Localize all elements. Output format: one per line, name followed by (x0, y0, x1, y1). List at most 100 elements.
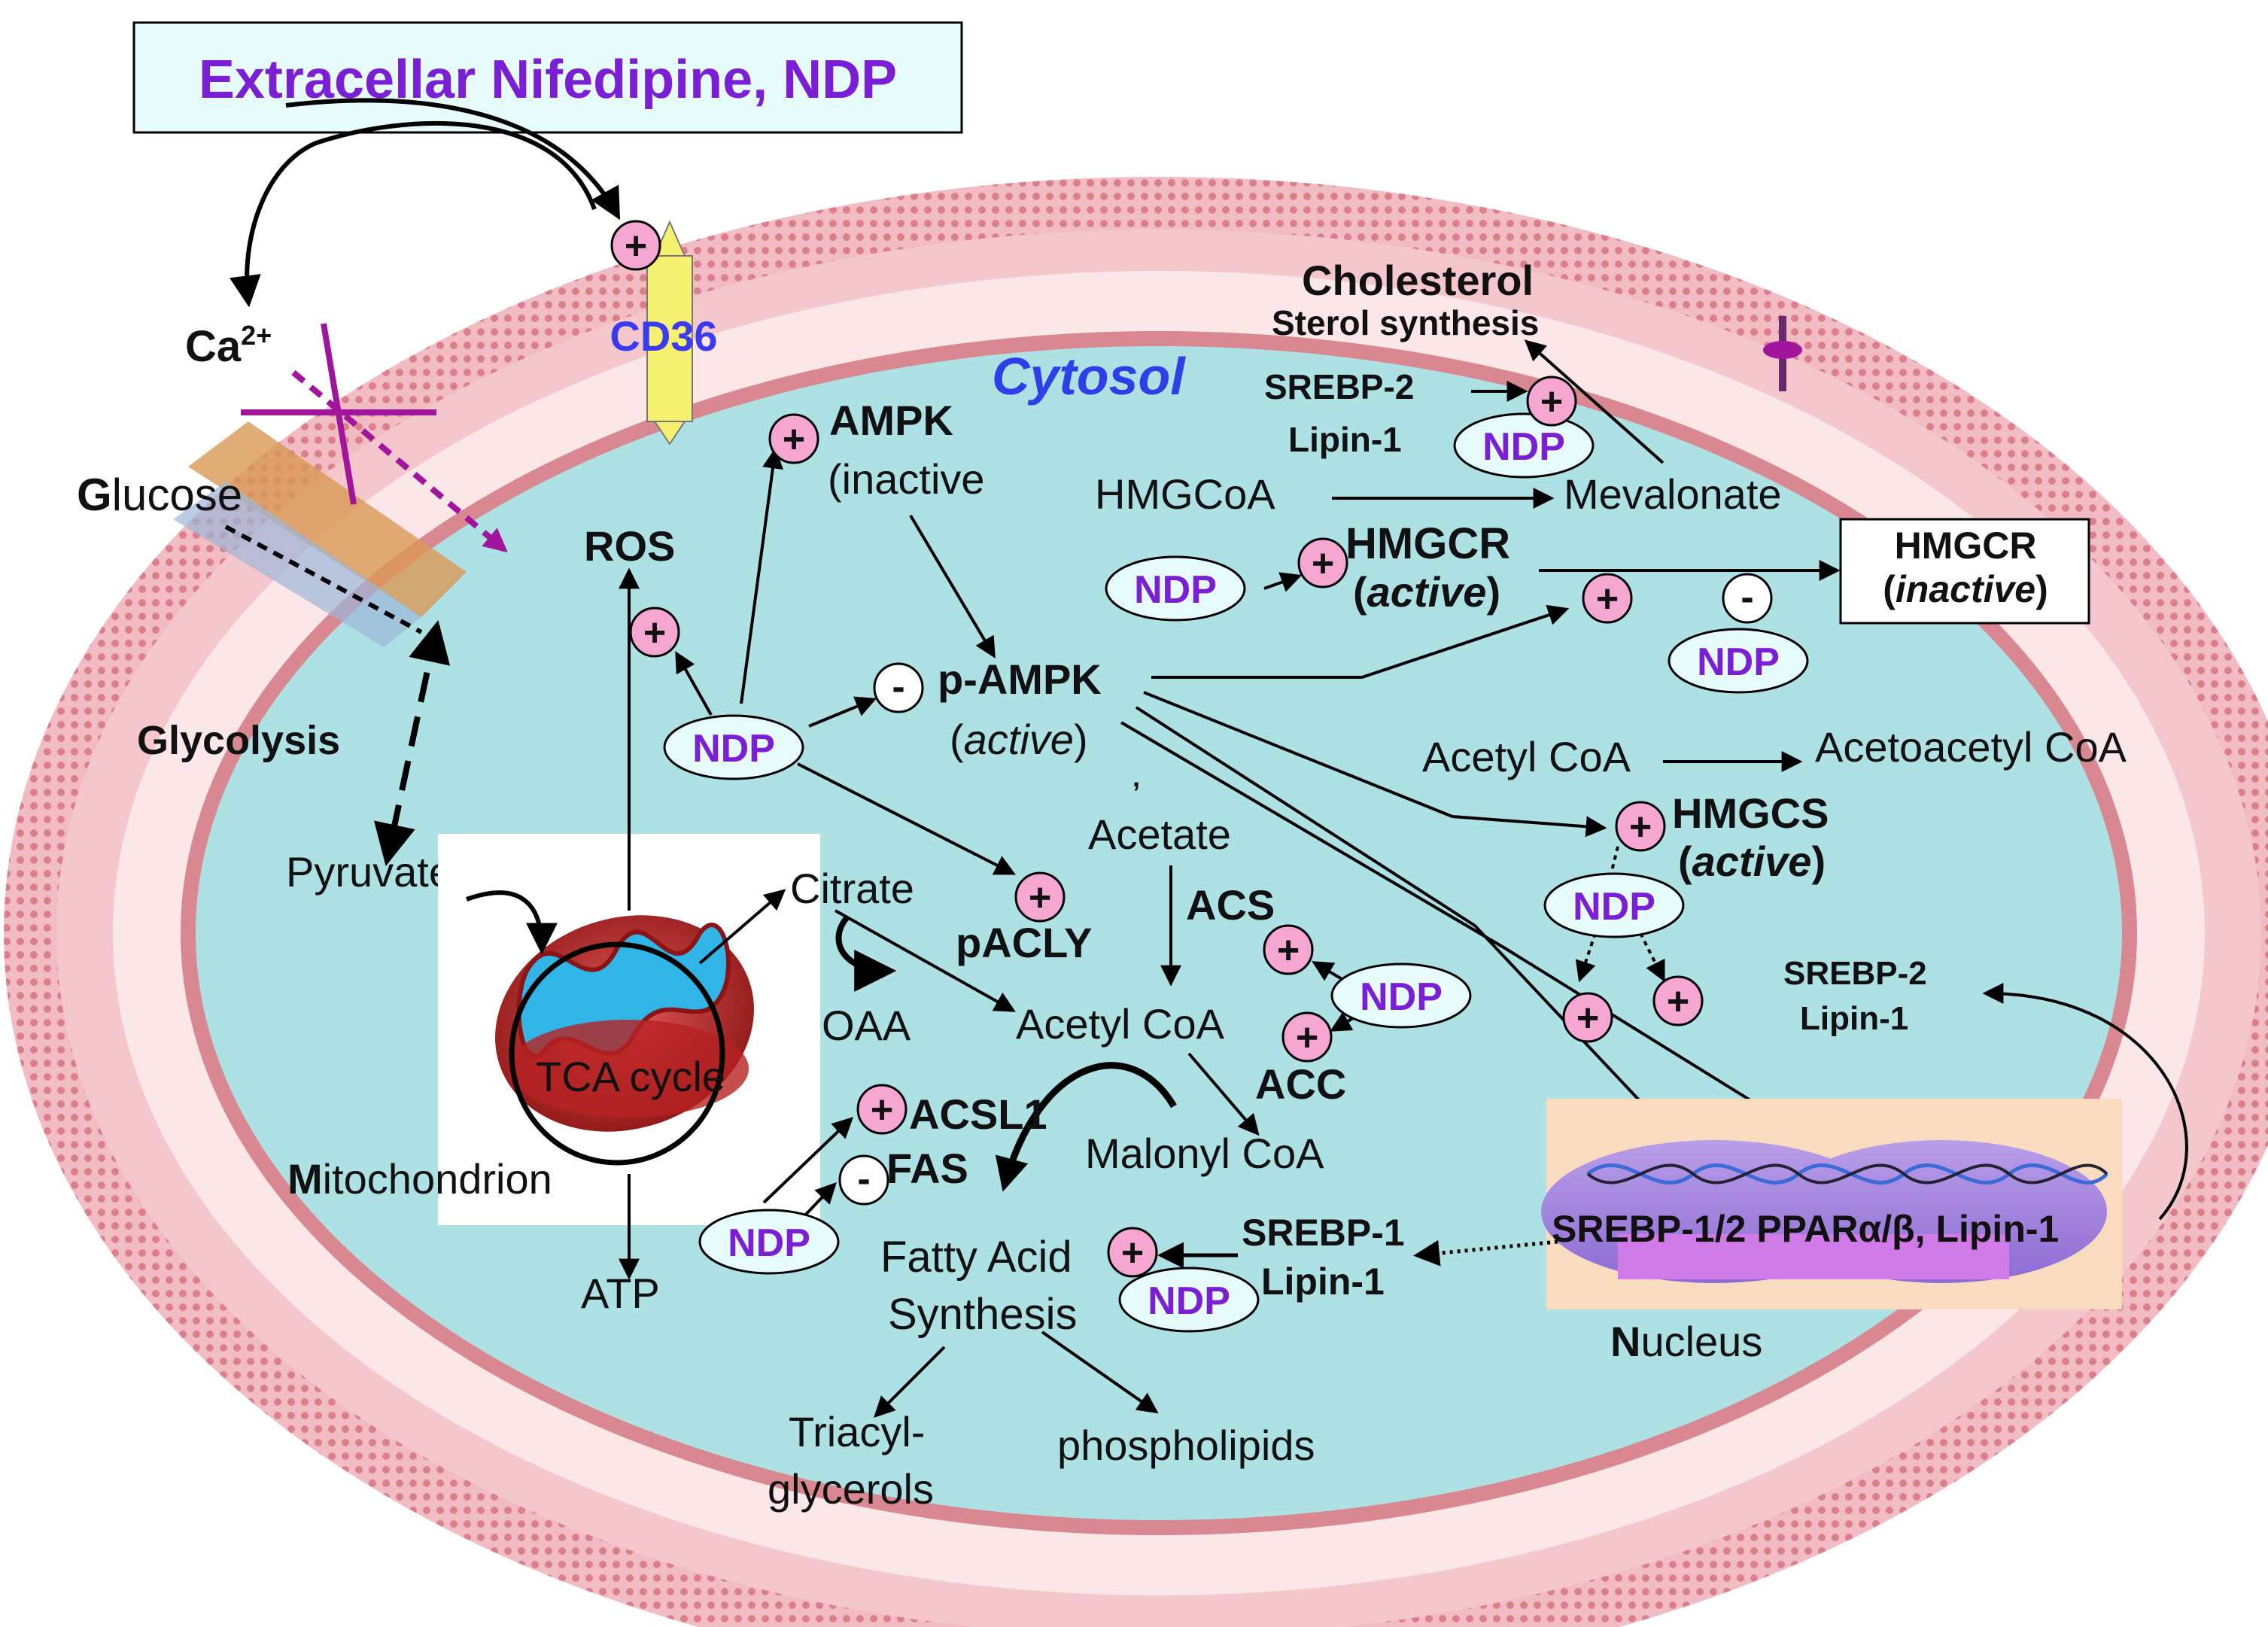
svg-text:+: + (625, 224, 647, 268)
triacylglycerols-line1: Triacyl- (789, 1408, 925, 1455)
glucose-transporter (188, 421, 467, 617)
hmgcr-inactive-label: HMGCR (1895, 525, 2037, 567)
svg-text:+: + (1312, 542, 1334, 585)
ros-label: ROS (584, 522, 675, 570)
acs-label: ACS (1186, 881, 1275, 929)
lipin1-right-label: Lipin-1 (1800, 1000, 1908, 1037)
hmgcs-state: (active) (1678, 838, 1826, 885)
fas-label: FAS (886, 1145, 968, 1192)
ndp-to-cd36-arrow (285, 98, 621, 220)
regulation-badges: + + + - + + + + - + + + + + + - + (610, 220, 1773, 1278)
hmgcr-inactive-box (1839, 518, 2090, 625)
svg-text:+: + (1121, 1231, 1144, 1275)
acetyl-coa-top-label: Acetyl CoA (1422, 733, 1631, 780)
pyruvate-label: Pyruvate (286, 848, 452, 896)
ndp-oval-center: NDP (663, 714, 804, 780)
acc-label: ACC (1255, 1060, 1346, 1108)
acetoacetyl-coa-label: Acetoacetyl CoA (1815, 723, 2127, 771)
hmgcs-label: HMGCS (1672, 789, 1829, 837)
svg-text:+: + (1576, 996, 1599, 1040)
minus-badge-pampk: - (873, 662, 924, 713)
oaa-label: OAA (822, 1002, 911, 1049)
outer-lipid-heads (4, 177, 2268, 1627)
nucleus-gene-band (1618, 1234, 2009, 1279)
phospholipids-label: phospholipids (1057, 1422, 1315, 1469)
cell-membrane (4, 177, 2268, 1627)
svg-text:+: + (871, 1088, 893, 1132)
svg-text:+: + (1029, 876, 1051, 920)
acetylcoa-to-malonylcoa-arrow (1187, 1052, 1260, 1136)
lipin1-top-label: Lipin-1 (1288, 420, 1402, 459)
ca-influx-arrow (230, 120, 597, 308)
srebp1-label: SREBP-1 (1242, 1212, 1405, 1254)
plus-badge-srebp2: + (1526, 376, 1577, 427)
ndp-oval-acs: NDP (1330, 963, 1472, 1029)
ndp-to-pacly-arrow (797, 762, 1016, 875)
nucleus-to-srebp1-arrow (1413, 1239, 1558, 1267)
header-box (132, 21, 963, 134)
dna-strand-2 (1586, 1163, 2108, 1185)
ndp-label-fas: NDP (728, 1221, 810, 1265)
hmgcr-active-state: (active) (1353, 568, 1500, 616)
glycolysis-label: Glycolysis (137, 718, 340, 763)
ndp-to-ampk-arrow (740, 447, 783, 704)
ndp-label-hmgcs: NDP (1573, 885, 1655, 929)
pampk-to-nucleus-arrow-1 (1135, 706, 1719, 1185)
fatty-acid-to-phospholipids-arrow (1041, 1330, 1159, 1414)
ampk-label: AMPK (829, 397, 953, 444)
stray-mark: , (1132, 762, 1140, 792)
ndp-oval-fas: NDP (698, 1209, 840, 1275)
ndp-oval-srebp2: NDP (1453, 412, 1595, 479)
nucleus-to-srebp2-arrow (1982, 983, 2188, 1221)
ndp-label-srebp1: NDP (1148, 1279, 1230, 1323)
svg-text:-: - (857, 1157, 870, 1201)
glucose-label: Glucose (77, 470, 242, 520)
tca-cycle-circle (509, 941, 725, 1166)
svg-text:+: + (783, 418, 805, 461)
cytosol-label: Cytosol (992, 347, 1186, 406)
plus-badge-nucleus-right: + (1652, 975, 1704, 1026)
pampk-to-hmgcr-arrow (1151, 604, 1570, 679)
sterol-synthesis-label: Sterol synthesis (1272, 303, 1539, 342)
ndp-label-acs: NDP (1360, 975, 1443, 1019)
glycolysis-arrow (373, 620, 451, 866)
calcium-dashed-arrow (291, 369, 508, 553)
block-line-vertical (321, 323, 357, 505)
ndp-ovals: NDP NDP NDP NDP NDP NDP NDP NDP (663, 412, 1809, 1333)
ndp-oval-hmgcr: NDP (1105, 555, 1246, 622)
srebp2-top-label: SREBP-2 (1264, 367, 1414, 406)
pampk-to-hmgcs-arrow (1143, 691, 1607, 838)
cd36-transporter (646, 220, 693, 446)
mitochondrion-label: Mitochondrion (287, 1155, 552, 1203)
malonyl-to-fatty-acid-arrow (995, 1062, 1177, 1192)
minus-badge-hmgcr-inactive: - (1722, 573, 1773, 624)
ampk-activation-arrow (909, 514, 996, 658)
ampk-state-label: (inactive (828, 455, 985, 503)
pacly-label: pACLY (956, 919, 1093, 966)
malonyl-coa-label: Malonyl CoA (1085, 1130, 1324, 1177)
cd36-label: CD36 (610, 312, 717, 360)
hmgcoa-label: HMGCoA (1095, 470, 1275, 518)
plus-badge-acs: + (1263, 924, 1314, 975)
svg-text:+: + (1667, 980, 1689, 1023)
acsl1-label: ACSL1 (909, 1090, 1047, 1138)
svg-text:+: + (1629, 805, 1652, 849)
ndp-to-hmgcr-arrow (1263, 572, 1303, 592)
ndp-to-ros-arrow (675, 651, 713, 716)
tca-to-citrate-arrow (698, 889, 786, 965)
hmgcr-active-label: HMGCR (1345, 519, 1510, 568)
mitochondrion-icon (495, 915, 754, 1132)
plus-badge-fatty-acid: + (1107, 1227, 1158, 1278)
fatty-acid-label: Fatty Acid (880, 1233, 1072, 1282)
lipin1-bottom-label: Lipin-1 (1261, 1261, 1385, 1303)
hmgcr-inactive-state: (inactive) (1883, 568, 2048, 610)
triacylglycerols-line2: glycerols (768, 1465, 934, 1513)
ndp-oval-hmgcr-inactive: NDP (1668, 628, 1809, 694)
mevalonate-to-cholesterol-arrow (1524, 339, 1665, 464)
plus-badge-pacly: + (1014, 871, 1066, 923)
citrate-to-acetylcoa-arrow (835, 909, 1016, 1012)
calcium-label: Ca2+ (185, 320, 272, 371)
svg-text:+: + (1596, 577, 1619, 621)
pampk-to-nucleus-arrow-2 (1120, 721, 1855, 1165)
